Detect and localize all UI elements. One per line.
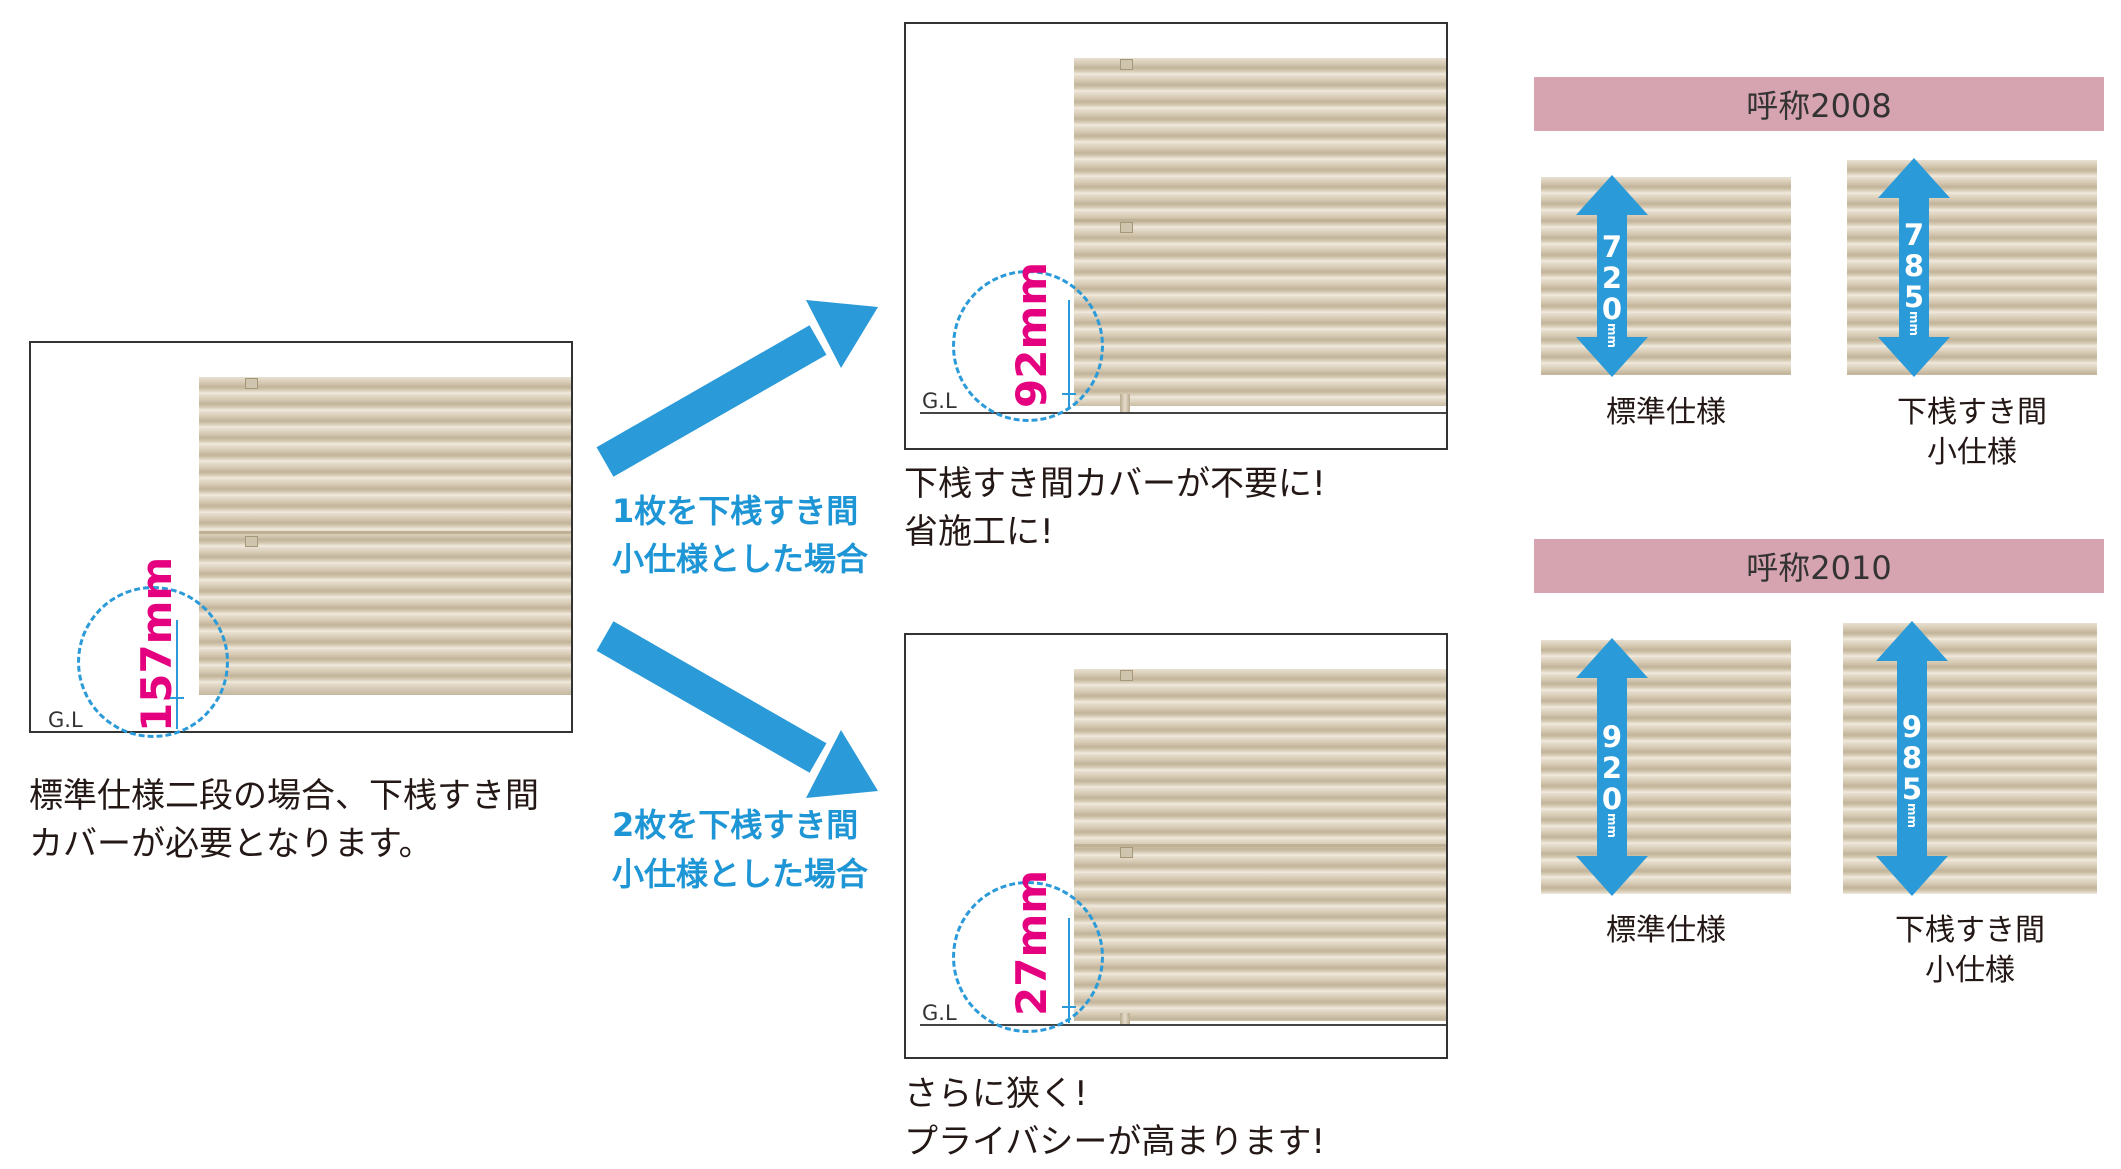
height-arrow-icon <box>1878 158 1950 377</box>
two-panel-small-gap-view <box>904 633 1448 1059</box>
ground-line <box>920 412 1446 414</box>
gl-label: G.L <box>922 389 957 413</box>
upper-arrow-label-2: 小仕様とした場合 <box>612 540 869 578</box>
panel-joint <box>199 531 571 534</box>
arrow-up-right-icon <box>596 300 878 477</box>
small-gap-spec-label-2: 小仕様 <box>1927 435 2017 470</box>
fence-slats <box>199 377 571 695</box>
lower-arrow-label-1: 2枚を下桟すき間 <box>612 806 859 844</box>
size-2008-header: 呼称2008 <box>1534 77 2104 131</box>
ground-line <box>920 1024 1446 1026</box>
highlight-circle <box>952 270 1104 422</box>
lower-arrow-label-2: 小仕様とした場合 <box>612 855 869 893</box>
highlight-circle <box>77 586 229 738</box>
two-panel-caption-1: さらに狭く! <box>904 1074 1088 1114</box>
post-foot <box>1120 1013 1130 1025</box>
bolt <box>1120 847 1133 858</box>
gl-label: G.L <box>922 1001 957 1025</box>
height-value: 785mm <box>1897 218 1931 337</box>
small-gap-spec-label-1: 下桟すき間 <box>1897 395 2047 430</box>
arrow-down-right-icon <box>596 621 878 798</box>
panel-joint <box>1074 219 1446 222</box>
one-panel-caption-1: 下桟すき間カバーが不要に! <box>904 464 1326 504</box>
bolt <box>1120 59 1133 70</box>
dimension-line <box>1068 300 1070 409</box>
dimension-tick <box>170 697 184 699</box>
size-2010-header: 呼称2010 <box>1534 539 2104 593</box>
height-arrow-icon <box>1576 175 1648 377</box>
panel-joint <box>1074 844 1446 847</box>
dimension-line <box>176 620 178 729</box>
post-foot <box>1120 394 1130 414</box>
sample-2010-small-gap <box>1843 623 2097 894</box>
one-panel-caption-2: 省施工に! <box>904 512 1054 552</box>
sample-2010-standard <box>1541 640 1791 894</box>
bottom-rail <box>199 687 571 695</box>
small-gap-spec-label-2: 小仕様 <box>1925 953 2015 988</box>
small-gap-spec-label-1: 下桟すき間 <box>1895 913 2045 948</box>
standard-spec-label: 標準仕様 <box>1606 913 1726 948</box>
standard-caption-2: カバーが必要となります。 <box>29 824 433 864</box>
height-value: 985mm <box>1895 710 1929 829</box>
gap-dimension: 27mm <box>1007 870 1056 1016</box>
dimension-tick <box>1062 393 1076 395</box>
gl-label: G.L <box>48 708 83 732</box>
height-value: 720mm <box>1595 230 1629 349</box>
height-arrow-icon <box>1576 638 1648 896</box>
bolt <box>245 378 258 389</box>
fence-slats <box>1074 58 1446 406</box>
height-arrow-icon <box>1876 621 1948 896</box>
standard-spec-label: 標準仕様 <box>1606 395 1726 430</box>
height-value: 920mm <box>1595 720 1629 839</box>
highlight-circle <box>952 881 1104 1033</box>
standard-caption-1: 標準仕様二段の場合、下桟すき間 <box>29 776 539 816</box>
bolt <box>1120 222 1133 233</box>
upper-arrow-label-1: 1枚を下桟すき間 <box>612 492 859 530</box>
dimension-tick <box>1062 1006 1076 1008</box>
two-panel-caption-2: プライバシーが高まります! <box>904 1122 1325 1162</box>
gap-dimension: 92mm <box>1007 262 1056 408</box>
bolt <box>1120 670 1133 681</box>
dimension-line <box>1068 918 1070 1023</box>
bolt <box>245 536 258 547</box>
